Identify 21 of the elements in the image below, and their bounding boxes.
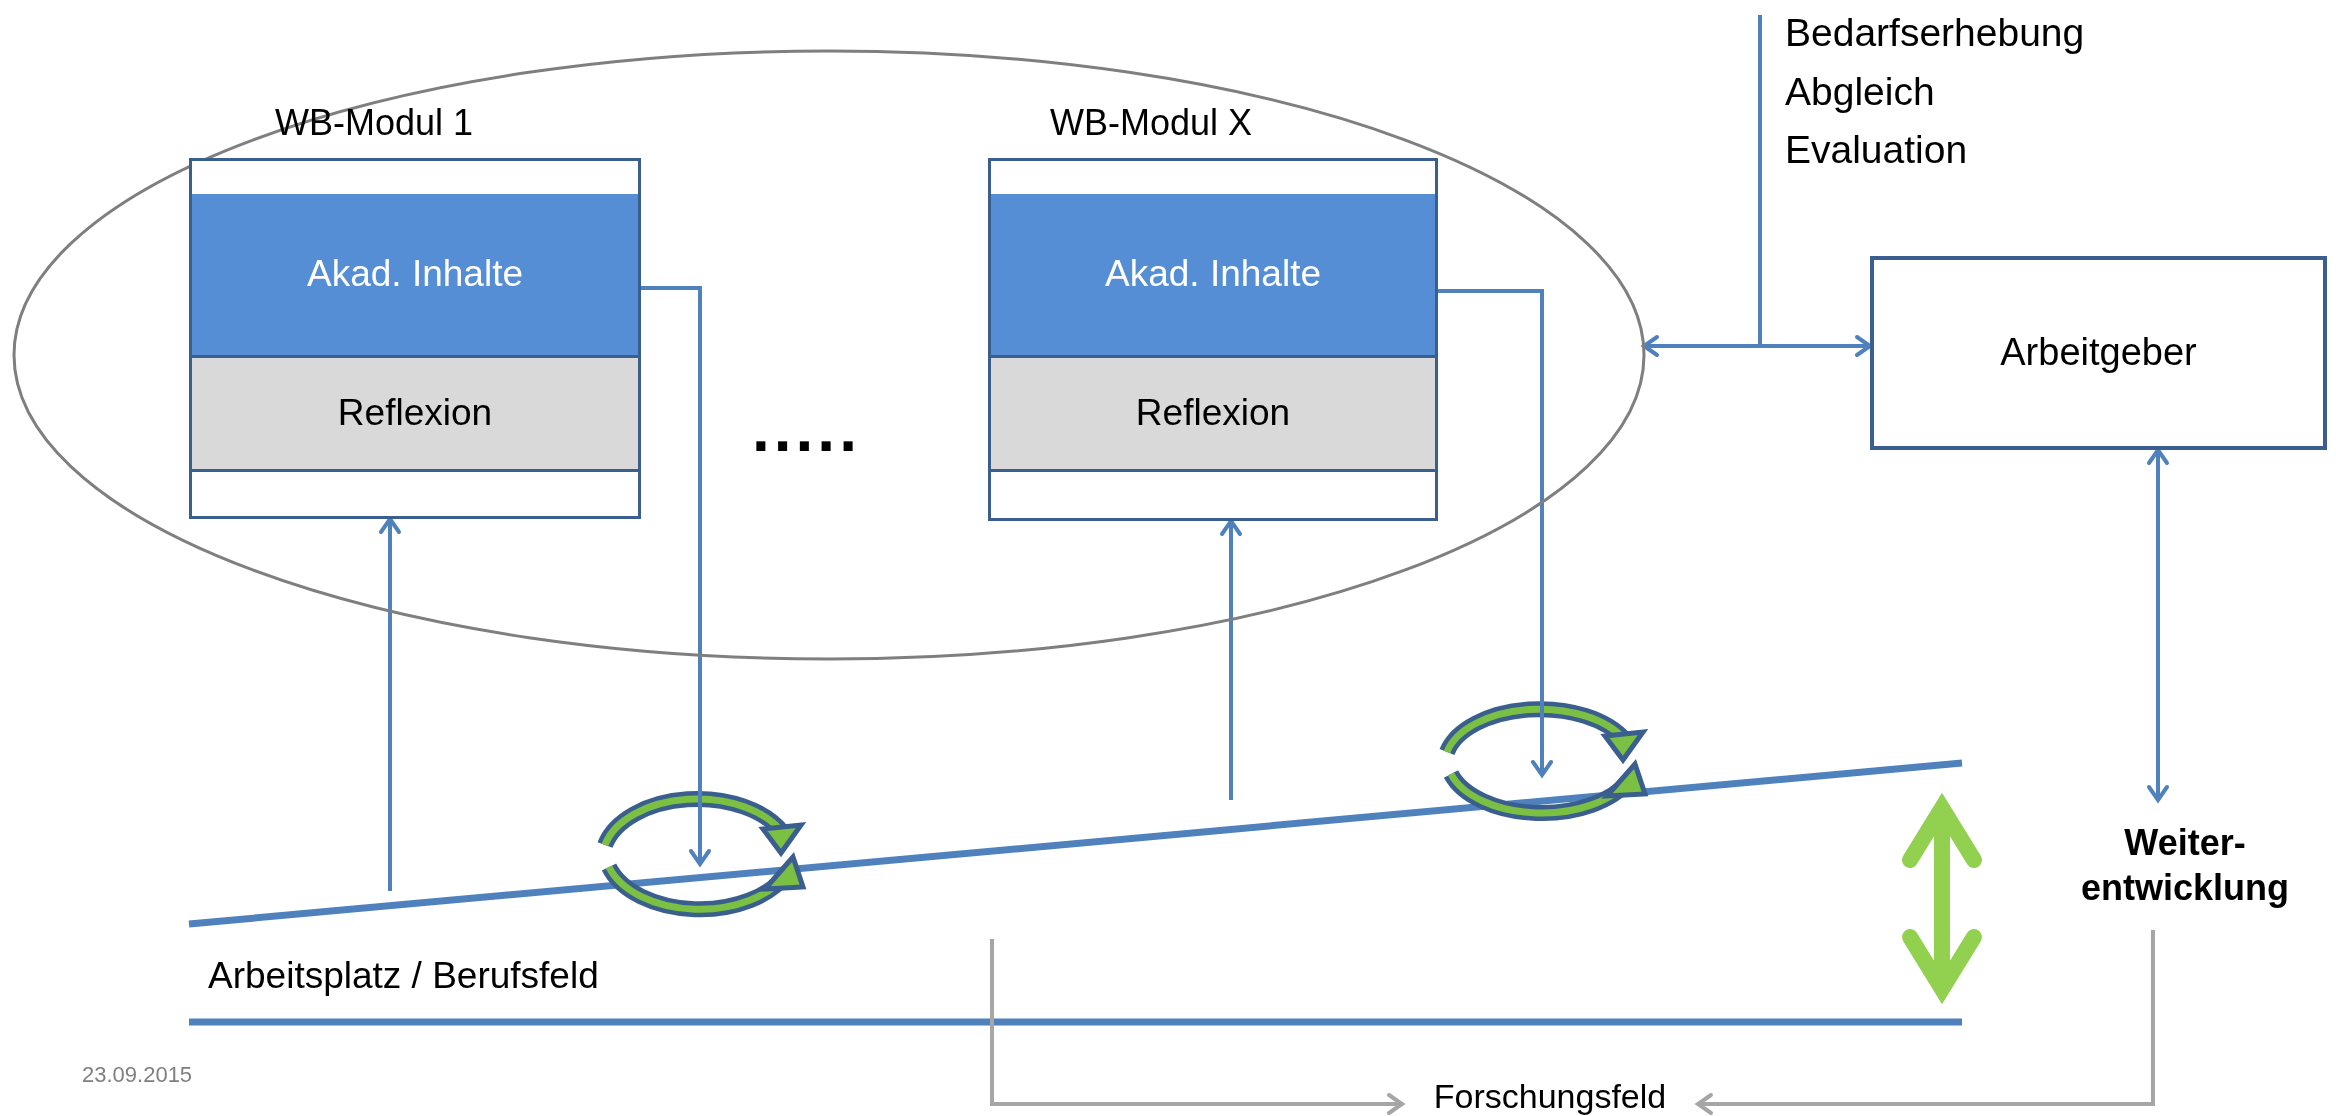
- workplace-label: Arbeitsplatz / Berufsfeld: [208, 955, 599, 997]
- employer-box: Arbeitgeber: [1870, 256, 2327, 450]
- development-label: Weiter- entwicklung: [2060, 800, 2310, 930]
- arrow: [379, 517, 401, 891]
- activity-list: Bedarfserhebung Abgleich Evaluation: [1760, 0, 2085, 172]
- ellipse-group: [12, 49, 1646, 661]
- arrow: [1696, 930, 2155, 1115]
- date-label: 23.09.2015: [82, 1062, 193, 1088]
- arrow: [1220, 519, 1242, 800]
- module-title: WB-Modul X: [1050, 102, 1253, 144]
- field-label: Forschungsfeld: [1402, 1076, 1698, 1116]
- ellipsis-dots: .....: [752, 392, 861, 466]
- reflection-band: Reflexion: [991, 358, 1435, 472]
- arrow: [1642, 335, 1872, 357]
- arrow: [990, 939, 1404, 1115]
- module-title: WB-Modul 1: [275, 102, 474, 144]
- leader-line: [1758, 15, 1762, 346]
- reflection-band: Reflexion: [192, 358, 638, 472]
- content-band: Akad. Inhalte: [991, 194, 1435, 358]
- arrow: [2147, 448, 2169, 802]
- content-band: Akad. Inhalte: [192, 194, 638, 358]
